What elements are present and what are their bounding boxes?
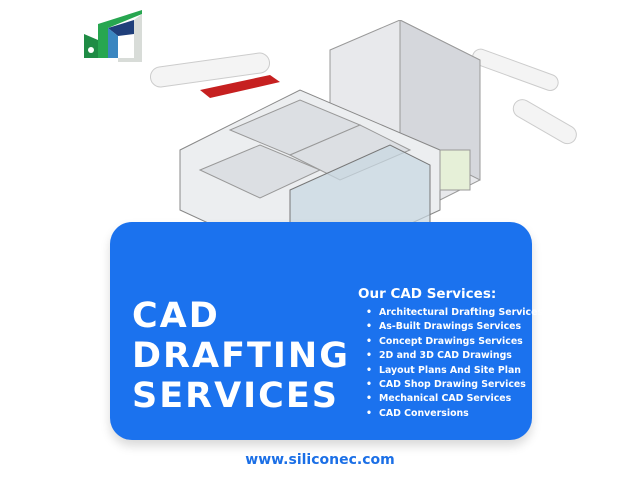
service-item: Architectural Drafting Services <box>366 306 543 320</box>
services-heading: Our CAD Services: <box>358 286 497 302</box>
service-item: As-Built Drawings Services <box>366 320 543 334</box>
services-list: Our CAD Services: Architectural Drafting… <box>358 286 543 421</box>
headline-line: DRAFTING <box>132 336 350 376</box>
service-item: 2D and 3D CAD Drawings <box>366 349 543 363</box>
service-item: CAD Shop Drawing Services <box>366 378 543 392</box>
headline-line: SERVICES <box>132 376 339 416</box>
headline-line: CAD <box>132 296 220 336</box>
service-item: CAD Conversions <box>366 407 543 421</box>
headline: CAD DRAFTING SERVICES <box>132 296 350 416</box>
service-item: Layout Plans And Site Plan <box>366 364 543 378</box>
services-card: CAD DRAFTING SERVICES Our CAD Services: … <box>110 222 543 440</box>
service-item: Mechanical CAD Services <box>366 392 543 406</box>
website-link[interactable]: www.siliconec.com <box>245 452 395 468</box>
service-item: Concept Drawings Services <box>366 335 543 349</box>
company-logo <box>84 10 142 62</box>
